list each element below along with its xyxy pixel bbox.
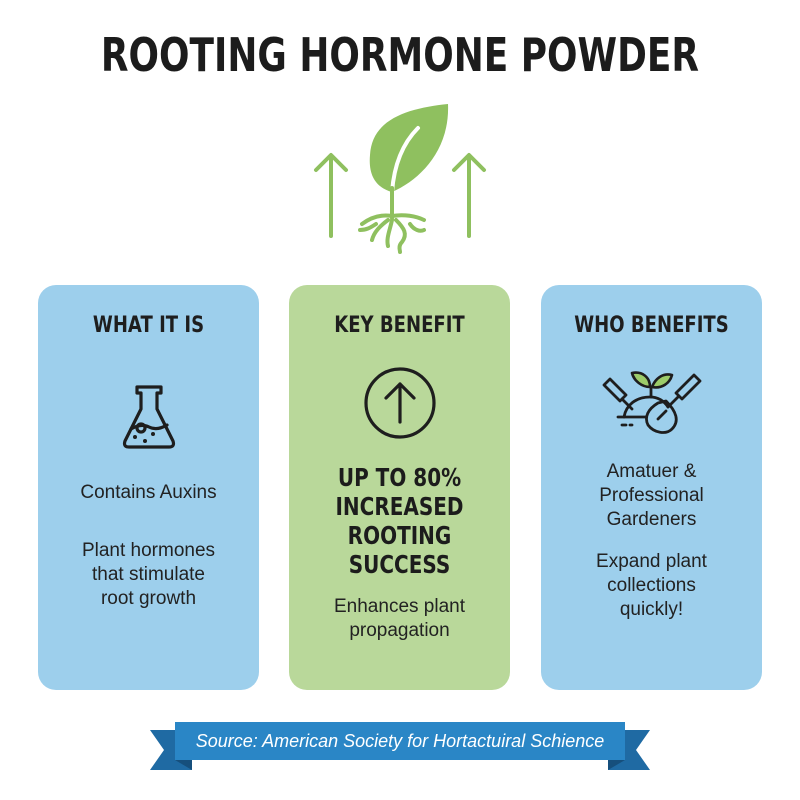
card-key-benefit: KEY BENEFIT UP TO 80% INCREASED ROOTING … [289, 285, 510, 690]
audience-line: Amatuer & [606, 461, 697, 482]
audience: Amatuer & Professional Gardeners [541, 460, 762, 532]
arrow-up-icon [314, 153, 348, 238]
description-line: Enhances plant [334, 596, 465, 617]
description-line: propagation [349, 620, 450, 641]
card-what-it-is: WHAT IT IS Contains Auxins Plant hormone… [38, 285, 259, 690]
flask-icon [122, 385, 175, 449]
description-line: Expand plant [596, 551, 707, 572]
banner-body: Source: American Society for Hortactuira… [175, 722, 625, 760]
stat-line: INCREASED [335, 492, 464, 521]
description-line: Plant hormones [81, 540, 216, 561]
description-line: that stimulate [92, 564, 205, 585]
arrow-up-icon [452, 153, 486, 238]
sprout-with-roots-icon [314, 104, 486, 254]
description-line: quickly! [619, 599, 684, 620]
audience-line: Gardeners [606, 509, 697, 530]
source-banner: Source: American Society for Hortactuira… [150, 718, 650, 772]
arrow-up-circle-icon [363, 367, 436, 439]
card-description: Enhances plant propagation [289, 595, 510, 643]
card-fact: Contains Auxins [80, 482, 217, 503]
card-description: Expand plant collections quickly! [541, 550, 762, 622]
description-line: root growth [100, 588, 197, 609]
stat-line: SUCCESS [348, 550, 451, 579]
description-line: collections [607, 575, 696, 596]
card-who-benefits: WHO BENEFITS Amatuer & Professional Gard… [541, 285, 762, 690]
card-description: Plant hormones that stimulate root growt… [38, 539, 259, 611]
source-text: Source: American Society for Hortactuira… [195, 730, 605, 751]
card-heading: WHAT IT IS [92, 313, 205, 338]
card-heading: KEY BENEFIT [334, 313, 465, 338]
garden-tools-seedling-icon [602, 371, 701, 434]
key-stat: UP TO 80% INCREASED ROOTING SUCCESS [311, 463, 488, 579]
stat-line: UP TO 80% [337, 463, 462, 492]
page-title: ROOTING HORMONE POWDER [100, 28, 700, 82]
card-heading: WHO BENEFITS [574, 313, 729, 338]
stat-line: ROOTING [347, 521, 452, 550]
audience-line: Professional [599, 485, 704, 506]
